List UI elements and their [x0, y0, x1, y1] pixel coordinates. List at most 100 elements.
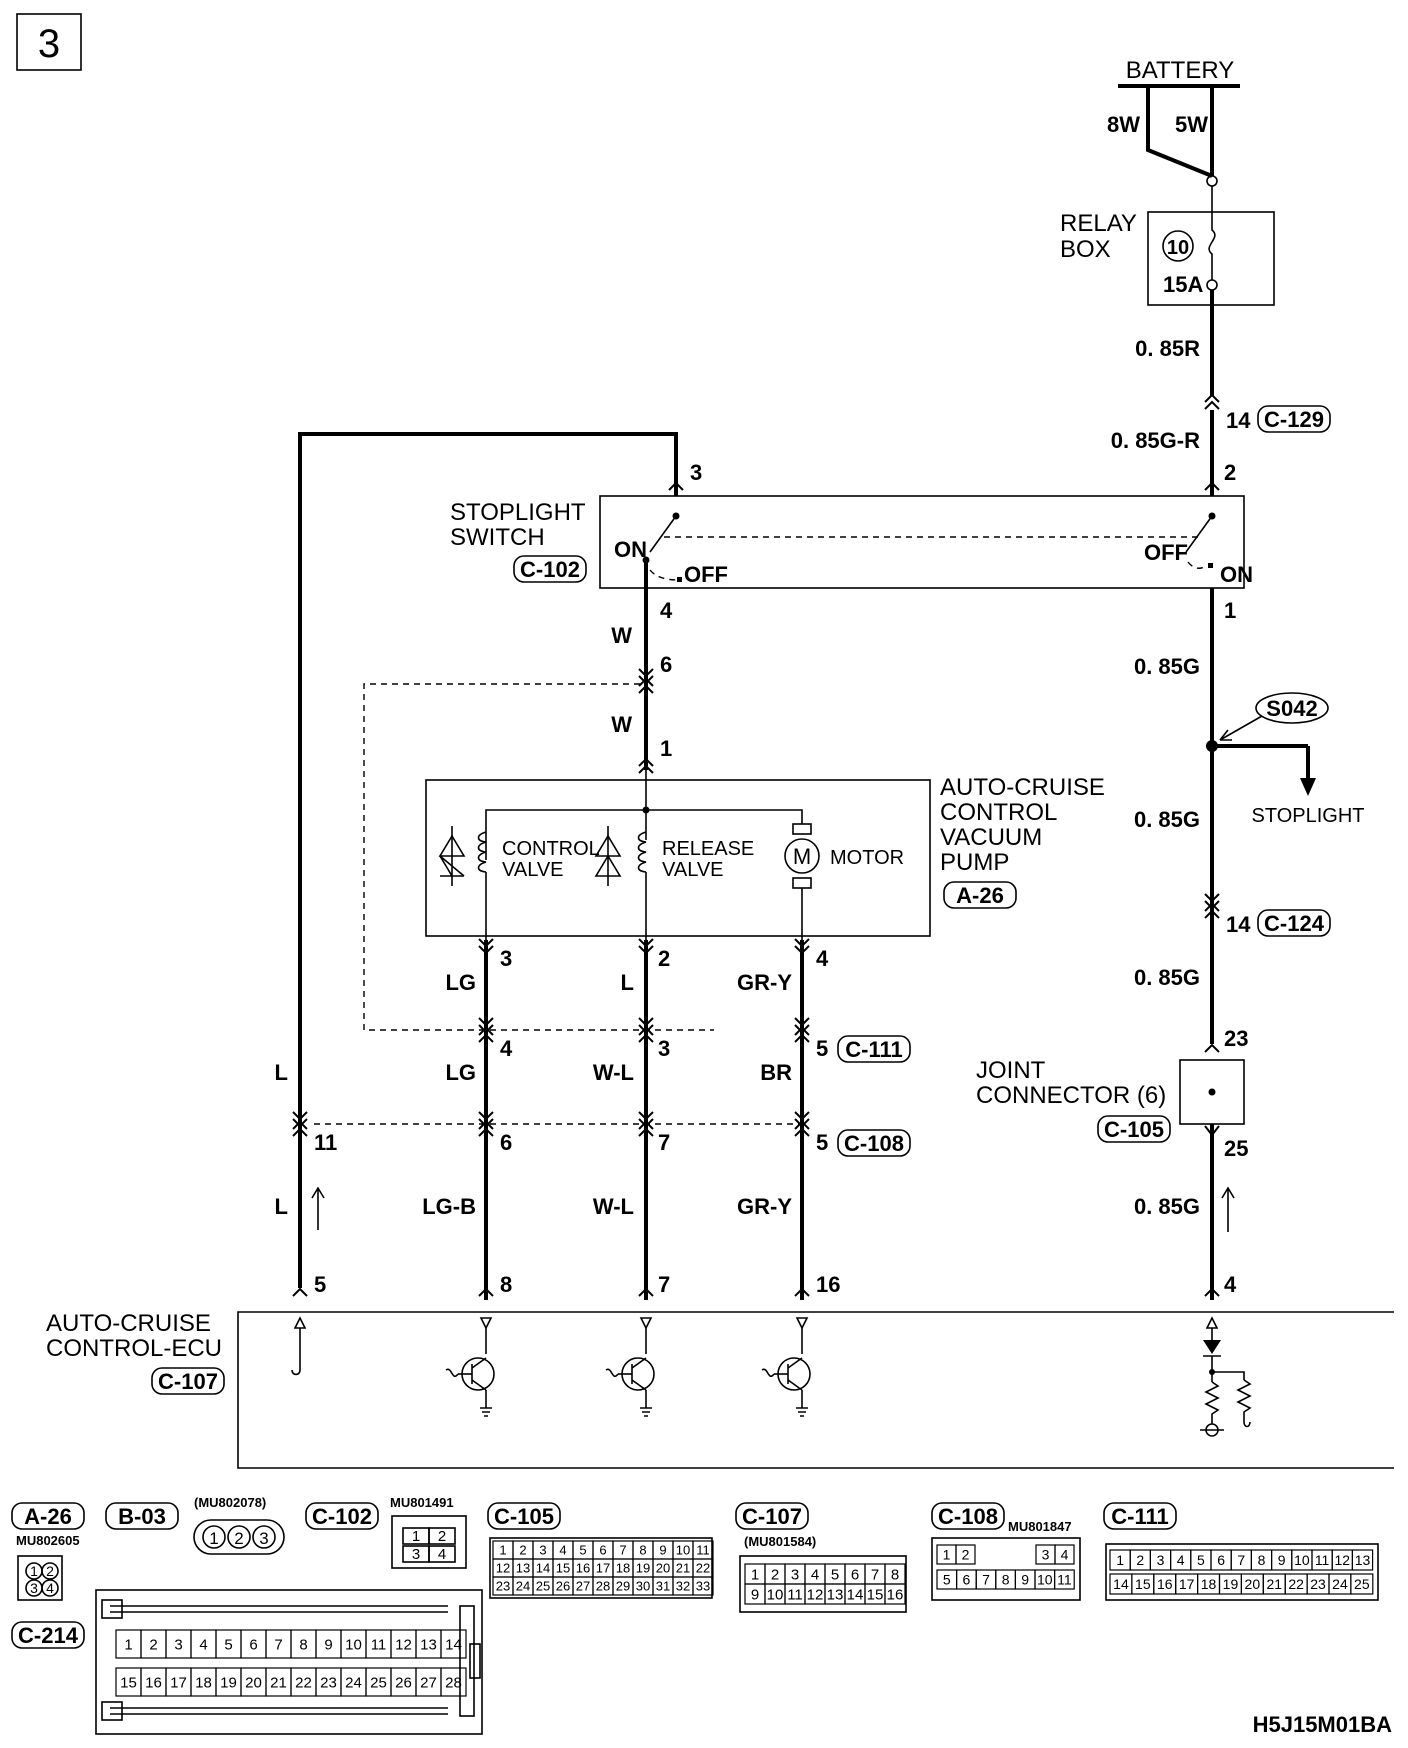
c107-pin-12: 12 — [807, 1586, 824, 1603]
svg-text:5: 5 — [816, 1130, 828, 1155]
c108-pin-8: 8 — [1002, 1572, 1010, 1588]
svg-text:C-108: C-108 — [938, 1504, 998, 1529]
svg-text:(MU802078): (MU802078) — [194, 1495, 266, 1510]
c107-pin-8: 8 — [891, 1566, 899, 1583]
svg-text:1: 1 — [30, 1563, 38, 1579]
connector-c108-tag: C-108 — [837, 1129, 911, 1157]
c111-pin-3: 3 — [1157, 1552, 1165, 1568]
c105-pin-24: 24 — [516, 1579, 530, 1594]
c105-pin-23: 23 — [496, 1579, 510, 1594]
svg-text:C-102: C-102 — [520, 557, 580, 582]
c105-pin-4: 4 — [559, 1543, 566, 1558]
c107-pin-13: 13 — [827, 1586, 844, 1603]
c105-pin-20: 20 — [656, 1561, 670, 1576]
legend-c102: C-102 MU801491 1 2 3 4 — [305, 1495, 467, 1569]
svg-text:4: 4 — [1224, 1272, 1237, 1297]
svg-text:23: 23 — [1224, 1026, 1248, 1051]
c214-pin-19: 19 — [220, 1674, 237, 1691]
svg-text:S042: S042 — [1266, 696, 1317, 721]
c111-pin-2: 2 — [1136, 1552, 1144, 1568]
c214-pin-14: 14 — [445, 1636, 462, 1653]
svg-text:L: L — [621, 970, 634, 995]
c214-pin-21: 21 — [270, 1674, 287, 1691]
c111-pin-13: 13 — [1355, 1552, 1371, 1568]
svg-text:RELEASE: RELEASE — [662, 838, 754, 860]
c214-pin-22: 22 — [295, 1674, 312, 1691]
c111-pin-7: 7 — [1237, 1552, 1245, 1568]
c111-pin-6: 6 — [1217, 1552, 1225, 1568]
svg-text:LG: LG — [445, 1060, 476, 1085]
svg-text:1: 1 — [412, 1528, 420, 1545]
c214-pin-27: 27 — [420, 1674, 437, 1691]
svg-text:STOPLIGHT: STOPLIGHT — [450, 499, 586, 526]
c111-pin-25: 25 — [1354, 1576, 1370, 1592]
c111-pin-1: 1 — [1116, 1552, 1124, 1568]
c105-pin-30: 30 — [636, 1579, 650, 1594]
c105-pin-8: 8 — [639, 1543, 646, 1558]
page-number-box: 3 — [16, 13, 82, 71]
svg-text:1: 1 — [1224, 598, 1236, 623]
c111-pin-18: 18 — [1201, 1576, 1217, 1592]
c105-pin-13: 13 — [516, 1561, 530, 1576]
svg-text:C-105: C-105 — [1104, 1117, 1164, 1142]
c105-pin-33: 33 — [696, 1579, 710, 1594]
svg-text:BR: BR — [760, 1060, 792, 1085]
stoplight-branch-label: STOPLIGHT — [1252, 805, 1365, 827]
svg-text:C-107: C-107 — [158, 1369, 218, 1394]
svg-text:W-L: W-L — [593, 1194, 634, 1219]
c214-pin-5: 5 — [224, 1636, 232, 1653]
c214-pin-23: 23 — [320, 1674, 337, 1691]
svg-text:W: W — [611, 623, 632, 648]
svg-text:3: 3 — [259, 1529, 268, 1548]
svg-text:C-107: C-107 — [742, 1504, 802, 1529]
c111-pin-21: 21 — [1266, 1576, 1282, 1592]
svg-text:1: 1 — [660, 736, 672, 761]
c214-pin-28: 28 — [445, 1674, 462, 1691]
c111-pin-11: 11 — [1315, 1552, 1330, 1568]
svg-text:4: 4 — [660, 598, 673, 623]
svg-text:11: 11 — [314, 1130, 337, 1155]
svg-text:VALVE: VALVE — [662, 859, 724, 881]
c105-pin-3: 3 — [539, 1543, 546, 1558]
c214-pin-8: 8 — [299, 1636, 307, 1653]
svg-text:W-L: W-L — [593, 1060, 634, 1085]
c214-pin-9: 9 — [324, 1636, 332, 1653]
svg-text:14: 14 — [1226, 408, 1251, 433]
c107-pin-15: 15 — [867, 1586, 884, 1603]
c108-pin-9: 9 — [1021, 1572, 1029, 1588]
vacuum-pump: AUTO-CRUISE CONTROL VACUUM PUMP A-26 CON… — [425, 770, 1105, 940]
c214-pin-20: 20 — [245, 1674, 262, 1691]
svg-text:4: 4 — [46, 1580, 54, 1596]
svg-text:4: 4 — [816, 946, 829, 971]
svg-text:4: 4 — [438, 1546, 446, 1563]
c105-pin-10: 10 — [676, 1543, 690, 1558]
c107-pin-11: 11 — [787, 1586, 803, 1603]
c105-pin-29: 29 — [616, 1579, 630, 1594]
svg-text:ON: ON — [1220, 562, 1253, 587]
svg-text:1: 1 — [209, 1529, 218, 1548]
c107-pin-14: 14 — [847, 1586, 864, 1603]
svg-text:C-105: C-105 — [494, 1504, 554, 1529]
c107-pin-4: 4 — [811, 1566, 819, 1583]
svg-text:25: 25 — [1224, 1136, 1248, 1161]
c111-pin-10: 10 — [1294, 1552, 1310, 1568]
c214-pin-11: 11 — [371, 1636, 387, 1653]
svg-text:0. 85G: 0. 85G — [1134, 654, 1200, 679]
fuse-rating: 15A — [1163, 272, 1203, 297]
c105-pin-26: 26 — [556, 1579, 570, 1594]
c111-pin-16: 16 — [1157, 1576, 1173, 1592]
c107-pin-7: 7 — [871, 1566, 879, 1583]
svg-text:GR-Y: GR-Y — [737, 1194, 792, 1219]
c105-pin-14: 14 — [536, 1561, 550, 1576]
svg-text:C-111: C-111 — [845, 1037, 903, 1062]
svg-text:16: 16 — [816, 1272, 840, 1297]
svg-text:3: 3 — [412, 1546, 420, 1563]
c105-pin-2: 2 — [519, 1543, 526, 1558]
c105-pin-31: 31 — [656, 1579, 670, 1594]
svg-text:6: 6 — [500, 1130, 512, 1155]
c214-pin-4: 4 — [199, 1636, 207, 1653]
c107-pin-1: 1 — [751, 1566, 759, 1583]
wire-5w: 5W — [1175, 112, 1208, 137]
